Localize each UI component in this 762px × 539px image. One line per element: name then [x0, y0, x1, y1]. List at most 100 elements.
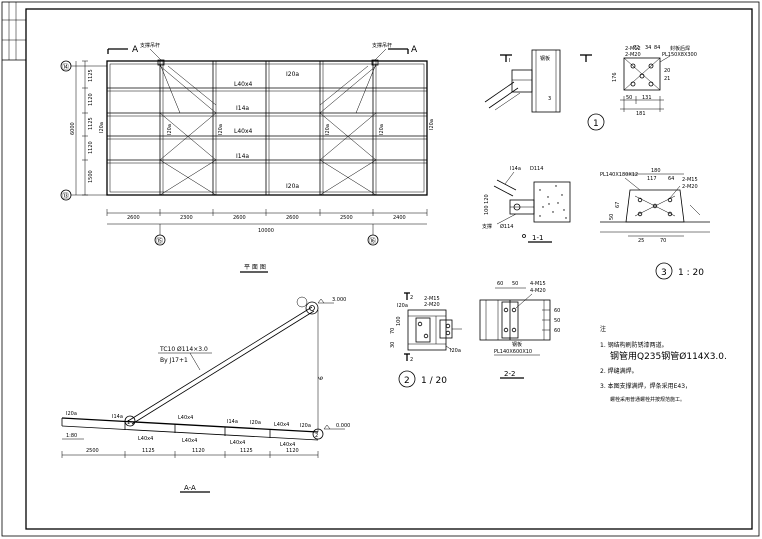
detail-2-scale: 1 / 20 [421, 376, 447, 386]
plan-bottom-dim-1: 2600 [127, 215, 140, 221]
svg-text:A: A [132, 45, 139, 55]
detail-1-1-title: 1-1 [532, 234, 543, 242]
axis-bubble-left [154, 234, 166, 246]
detail-1-plate-note: 封板后焊 [670, 45, 690, 52]
svg-text:2: 2 [315, 433, 318, 439]
section-member-7: I20a [300, 423, 311, 429]
member-i14-lower-label: I14a [236, 153, 249, 160]
section-node-right [312, 428, 324, 440]
detail-2-2-dim-right-1: 60 [554, 308, 560, 314]
detail-2-2-plate [479, 299, 551, 341]
detail-2-2-bolt-2: 4-M20 [530, 288, 546, 294]
detail-1-1-label-bottom2: Ø114 [500, 223, 513, 230]
member-i20-v1-label: I20a [99, 122, 105, 133]
plan-outline [106, 60, 428, 196]
plan-bottom-dim-5: 2500 [340, 215, 353, 221]
detail-3-plate [625, 189, 685, 223]
detail-3-dim-top-2: 117 [647, 176, 657, 182]
member-upper-label: L40x4 [234, 81, 253, 88]
plan-bottom-total: 10000 [258, 228, 274, 234]
detail-1-dim-bottom-1: 50 [626, 95, 632, 101]
section-dim-5: 1120 [286, 448, 299, 454]
section-lower-1: L40x4 [138, 436, 153, 442]
section-aa: 6 1 2 3.000 0.000 TC10 Ø114×3.0 By J17+1… [61, 296, 350, 493]
detail-2-bolt-1: 2-M15 [424, 296, 440, 302]
detail-1-dim-top-2: 34 [645, 45, 651, 51]
section-lower-2: L40x4 [182, 438, 197, 444]
plan-left-dim-3: 1125 [88, 117, 94, 130]
detail-3-bubble [655, 262, 673, 280]
detail-1-1: I14a D114 100 120 支撑 Ø114 1-1 [482, 166, 571, 243]
section-member-4: I14a [227, 419, 238, 425]
detail-3-dim-bottom-2: 70 [660, 238, 666, 244]
section-dimensions: 2500 1125 1120 1125 1120 [61, 448, 319, 458]
detail-1-plate [623, 57, 661, 91]
section-title: A-A [184, 484, 196, 492]
detail-2-2-dim-right-3: 60 [554, 328, 560, 334]
detail-1-number: 1 [593, 119, 599, 129]
svg-text:⑯: ⑯ [369, 237, 376, 245]
section-cut-mark-right: A [388, 45, 418, 55]
svg-text:A: A [411, 45, 418, 55]
detail-1-dim-bottom-3: 181 [636, 111, 646, 117]
detail-1-dim-side-3: 21 [664, 76, 670, 82]
detail-3-bolt-1: 2-M15 [682, 177, 698, 183]
detail-1-dim-top-1: 72 [633, 45, 639, 51]
detail-top-label-c: 3 [548, 96, 551, 102]
member-i20-v2-label: I20a [167, 124, 173, 135]
notes-line-1: 1. 钢结构刷防锈漆两道。 [600, 341, 668, 349]
detail-2: 2 I20a 2-M15 2-M20 30 70 100 I20a 2 2 1 … [390, 292, 462, 388]
svg-text:⑮: ⑮ [156, 237, 163, 245]
detail-3: PL140X180X12 2-M15 2-M20 180 117 64 50 6… [600, 168, 710, 280]
section-member-3: L40x4 [178, 415, 193, 421]
plan-bottom-dimensions: 2600 2300 2600 2600 2500 2400 10000 [106, 209, 428, 234]
section-dim-2: 1125 [142, 448, 155, 454]
plan-bottom-dim-6: 2400 [393, 215, 406, 221]
elev-top: 3.000 [332, 297, 346, 303]
section-lower-3: L40x4 [230, 440, 245, 446]
svg-text:⑬: ⑬ [62, 192, 69, 200]
detail-3-dim-top-3: 64 [668, 176, 674, 182]
section-node-left [124, 415, 136, 427]
detail-2-2: 60 50 4-M15 4-M20 60 50 60 钢板 PL140X600X… [479, 281, 560, 379]
detail-2-dim-left-2: 70 [390, 328, 396, 334]
plan-left-dim-2: 1120 [88, 93, 94, 106]
section-dim-1: 2500 [86, 448, 99, 454]
detail-2-2-bolt-1: 4-M15 [530, 281, 546, 287]
detail-1-plate-spec: PL150X8X300 [662, 52, 697, 58]
member-i20-right-label: I20a [429, 119, 435, 130]
detail-1-bubble [587, 113, 605, 131]
section-height-mark: 6 [318, 376, 325, 380]
section-lower-4: L40x4 [280, 442, 295, 448]
svg-text:⑭: ⑭ [62, 63, 69, 71]
plan-left-total: 6000 [70, 122, 76, 135]
section-dim-4: 1125 [240, 448, 253, 454]
detail-2-dim-left-3: 100 [396, 316, 402, 326]
plan-bottom-dim-4: 2600 [286, 215, 299, 221]
plan-left-dimensions: 1125 1120 1125 1120 1500 6000 [70, 60, 94, 196]
detail-top-joint: I 钢板 3 [484, 49, 561, 113]
section-dim-3: 1120 [192, 448, 205, 454]
notes-heading: 注 [600, 325, 606, 333]
detail-2-number: 2 [404, 376, 410, 386]
plan-bottom-dim-3: 2600 [233, 215, 246, 221]
detail-2-bolt-2: 2-M20 [424, 302, 440, 308]
brace-label-left: 支撑吊杆 [140, 42, 160, 49]
detail-2-2-dim-right-2: 50 [554, 318, 560, 324]
plan-left-dim-5: 1500 [88, 170, 94, 183]
detail-1: 2-M12 2-M20 封板后焊 PL150X8X300 72 34 84 17… [580, 45, 697, 131]
section-member-1: I20a [66, 411, 77, 417]
tie-rod-upper [127, 306, 313, 422]
member-i20-v5-label: I20a [379, 124, 385, 135]
detail-1-dim-top-3: 84 [654, 45, 660, 51]
section-member-5: I20a [250, 420, 261, 426]
svg-text:2: 2 [410, 357, 413, 363]
svg-text:2: 2 [410, 295, 413, 301]
section-member-2: I14a [112, 414, 123, 420]
detail-2-dim-left-1: 30 [390, 342, 396, 348]
detail-2-2-dim-top-2: 50 [512, 281, 518, 287]
plan-title: 平 面 图 [244, 264, 266, 271]
detail-2-label-i20: I20a [397, 303, 408, 309]
member-i14-upper-label: I14a [236, 105, 249, 112]
